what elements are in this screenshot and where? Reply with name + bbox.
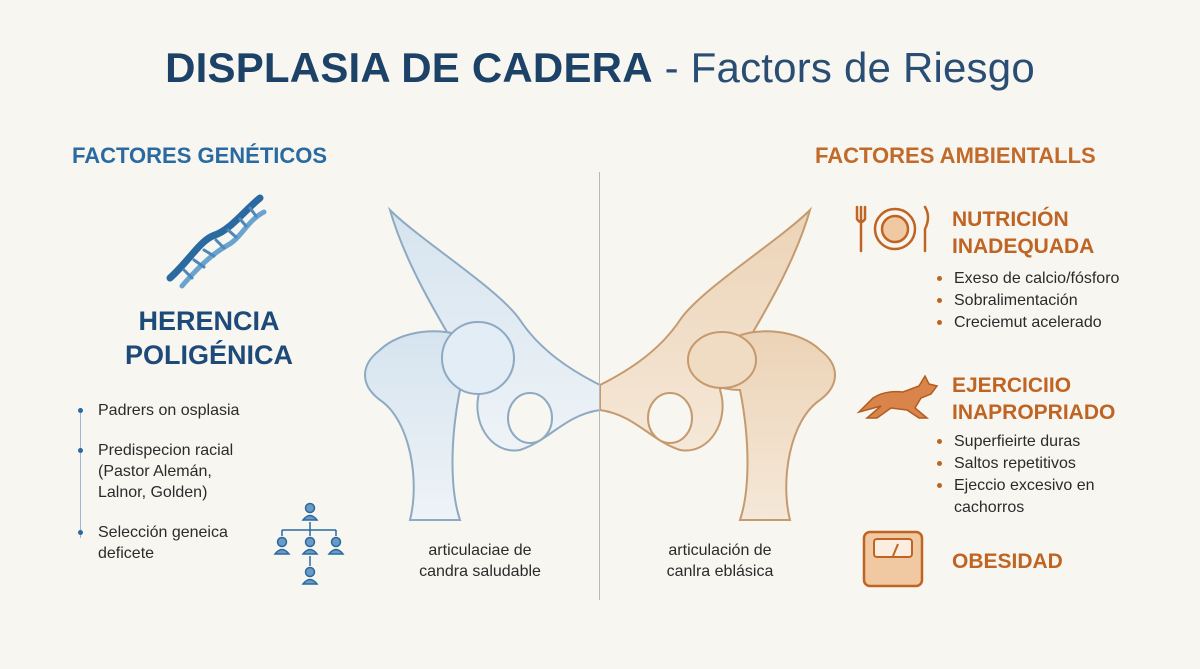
list-item: Creciemut acelerado xyxy=(936,312,1119,334)
environmental-heading: FACTORES AMBIENTALLS xyxy=(815,143,1096,168)
list-item: Sobralimentación xyxy=(936,290,1119,312)
herencia-line-2: POLIGÉNICA xyxy=(124,340,293,370)
healthy-joint xyxy=(364,206,601,521)
nutrition-list: Exeso de calcio/fósforo Sobralimentación… xyxy=(936,268,1119,334)
list-item: Saltos repetitivos xyxy=(936,453,1154,475)
dysplastic-caption: articulación de canlra eblásica xyxy=(666,542,774,580)
list-item: Exeso de calcio/fósforo xyxy=(936,268,1119,290)
title-main: DISPLASIA DE CADERA xyxy=(165,44,653,91)
plate-icon xyxy=(855,205,930,253)
list-connector-line xyxy=(80,412,81,538)
list-item: Padrers on osplasia xyxy=(78,400,239,421)
healthy-caption: articulaciae de candra saludable xyxy=(419,542,541,580)
dna-icon xyxy=(166,194,267,289)
herencia-line-1: HERENCIA xyxy=(138,306,280,336)
exercise-list: Superfieirte duras Saltos repetitivos Ej… xyxy=(936,431,1154,519)
nutrition-title: NUTRICIÓN INADEQUADA xyxy=(952,208,1095,258)
obesity-title: OBESIDAD xyxy=(952,550,1063,573)
dog-icon xyxy=(856,374,939,419)
genetic-heading: FACTORES GENÉTICOS xyxy=(72,143,328,168)
scale-icon xyxy=(862,530,924,588)
page-title: DISPLASIA DE CADERA - Factors de Riesgo xyxy=(0,44,1200,92)
list-item: Predispecion racial (Pastor Alemán, Lal​… xyxy=(78,440,233,503)
hip-joints-illustration xyxy=(364,206,836,521)
herencia-poligenica: HERENCIA POLIGÉNICA xyxy=(100,304,318,372)
list-item: Selección geneica deficete xyxy=(78,522,228,564)
exercise-title: EJERCICIIO INAPROPRIADO xyxy=(952,374,1116,424)
title-subtitle: - Factors de Riesgo xyxy=(652,44,1035,91)
center-divider xyxy=(599,172,600,600)
dysplastic-joint xyxy=(599,206,836,521)
list-item: Superfieirte duras xyxy=(936,431,1154,453)
list-item: Ejeccio excesivo en cachorros xyxy=(936,475,1154,519)
pedigree-icon xyxy=(273,502,345,585)
